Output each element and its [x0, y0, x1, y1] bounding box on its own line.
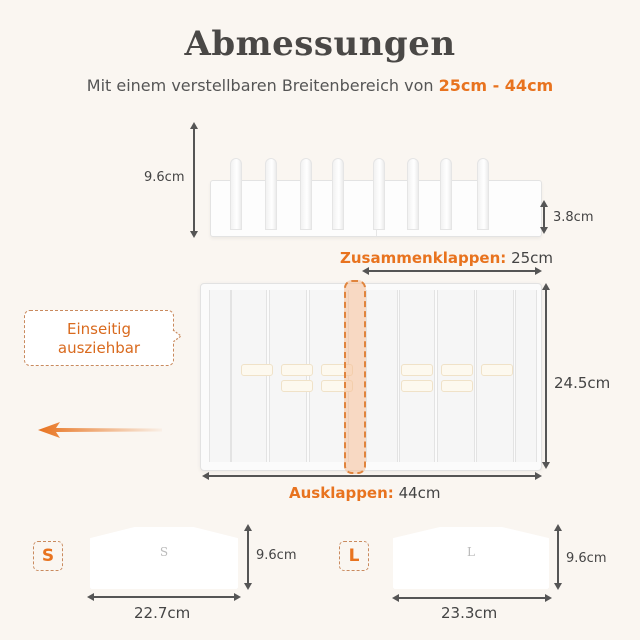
- divider-s-image: S: [90, 527, 238, 589]
- divider-l-height-arrow-icon: [554, 524, 562, 590]
- callout-line1: Einseitig: [67, 320, 131, 338]
- collapsed-width-arrow-icon: [362, 267, 542, 275]
- divider-l-height: 9.6cm: [566, 551, 607, 566]
- depth-arrow-icon: [542, 283, 550, 469]
- expanded-value: 44cm: [398, 484, 441, 502]
- divider-s-width-arrow-icon: [87, 593, 241, 601]
- side-height-label: 9.6cm: [144, 170, 185, 185]
- divider-s-height-arrow-icon: [244, 524, 252, 590]
- base-height-arrow-icon: [540, 200, 548, 234]
- tray-side-view-image: [210, 150, 542, 240]
- callout-tail-icon: [172, 330, 182, 342]
- subtitle-text: Mit einem verstellbaren Breitenbereich v…: [86, 76, 439, 95]
- divider-s-width: 22.7cm: [134, 604, 191, 622]
- size-badge-l: L: [339, 541, 369, 571]
- subtitle: Mit einem verstellbaren Breitenbereich v…: [0, 76, 640, 95]
- divider-s-height: 9.6cm: [256, 548, 297, 563]
- hinge-highlight: [344, 280, 366, 474]
- divider-l-width-arrow-icon: [392, 594, 552, 602]
- collapsed-dimension: Zusammenklappen: 25cm: [340, 249, 553, 267]
- tray-top-view-image: [200, 283, 542, 471]
- arrow-left-icon: [38, 422, 162, 438]
- collapsed-value: 25cm: [511, 249, 554, 267]
- divider-l-image: L: [393, 527, 549, 589]
- page-title: Abmessungen: [184, 24, 456, 64]
- base-height-label: 3.8cm: [553, 210, 594, 225]
- size-badge-s: S: [33, 541, 63, 571]
- depth-label: 24.5cm: [554, 374, 611, 392]
- divider-s-letter: S: [159, 545, 169, 559]
- expanded-label: Ausklappen:: [289, 484, 394, 502]
- divider-l-letter: L: [467, 545, 475, 559]
- expanded-width-arrow-icon: [202, 472, 542, 480]
- collapsed-label: Zusammenklappen:: [340, 249, 507, 267]
- callout-line2: ausziehbar: [57, 339, 141, 357]
- expanded-dimension: Ausklappen: 44cm: [289, 484, 441, 502]
- divider-l-width: 23.3cm: [441, 604, 498, 622]
- callout-bubble: Einseitig ausziehbar: [24, 310, 174, 366]
- width-range: 25cm - 44cm: [438, 76, 554, 95]
- side-height-arrow-icon: [190, 122, 198, 238]
